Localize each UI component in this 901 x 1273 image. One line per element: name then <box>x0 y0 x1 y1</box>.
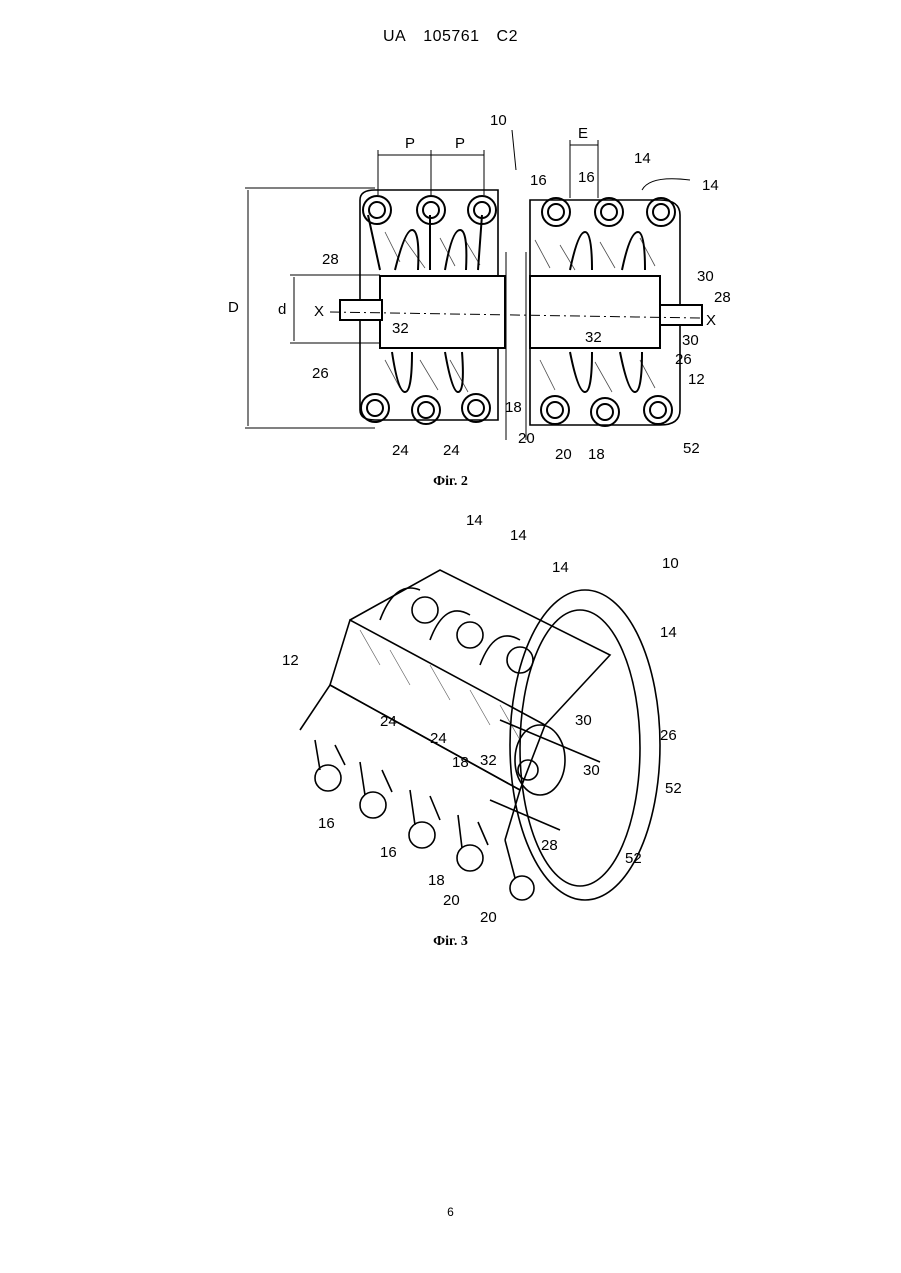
label-30b: 30 <box>682 332 699 349</box>
f3-label-18a: 18 <box>452 754 469 771</box>
label-18b: 18 <box>588 446 605 463</box>
f3-label-18b: 18 <box>428 872 445 889</box>
label-X-right: X <box>706 312 716 329</box>
label-16a: 16 <box>530 172 547 189</box>
label-52: 52 <box>683 440 700 457</box>
label-d: d <box>278 301 286 318</box>
label-16b: 16 <box>578 169 595 186</box>
f3-label-30a: 30 <box>575 712 592 729</box>
f3-label-14a: 14 <box>466 512 483 529</box>
label-P1: P <box>405 135 415 152</box>
label-24b: 24 <box>443 442 460 459</box>
f3-label-26: 26 <box>660 727 677 744</box>
f3-label-12: 12 <box>282 652 299 669</box>
f3-label-14c: 14 <box>552 559 569 576</box>
figure-3-drawing: 14 14 14 14 10 12 24 24 30 26 32 30 18 5… <box>0 500 901 930</box>
label-X-left: X <box>314 303 324 320</box>
label-20a: 20 <box>518 430 535 447</box>
label-26-left: 26 <box>312 365 329 382</box>
f3-label-24b: 24 <box>430 730 447 747</box>
f3-label-14b: 14 <box>510 527 527 544</box>
label-14b: 14 <box>702 177 719 194</box>
label-26-right: 26 <box>675 351 692 368</box>
f3-label-20a: 20 <box>443 892 460 909</box>
f3-label-32: 32 <box>480 752 497 769</box>
label-28-left: 28 <box>322 251 339 268</box>
label-20b: 20 <box>555 446 572 463</box>
figure-2-drawing: P P 10 E 16 16 14 14 D d 28 X 32 26 24 2… <box>0 0 901 480</box>
label-14a: 14 <box>634 150 651 167</box>
figure-2-caption: Фіг. 2 <box>0 474 901 490</box>
f3-label-10: 10 <box>662 555 679 572</box>
f3-label-20b: 20 <box>480 909 497 926</box>
f3-label-52b: 52 <box>625 850 642 867</box>
f3-label-28: 28 <box>541 837 558 854</box>
label-P2: P <box>455 135 465 152</box>
label-32-right: 32 <box>585 329 602 346</box>
f3-label-24a: 24 <box>380 713 397 730</box>
page-number: 6 <box>0 1205 901 1219</box>
label-10: 10 <box>490 112 507 129</box>
f3-label-16a: 16 <box>318 815 335 832</box>
label-E: E <box>578 125 588 142</box>
f3-label-14d: 14 <box>660 624 677 641</box>
label-32-left: 32 <box>392 320 409 337</box>
figure-3-caption: Фіг. 3 <box>0 934 901 950</box>
f3-label-30b: 30 <box>583 762 600 779</box>
f3-label-52a: 52 <box>665 780 682 797</box>
label-D: D <box>228 299 239 316</box>
label-18a: 18 <box>505 399 522 416</box>
label-28-right: 28 <box>714 289 731 306</box>
label-30a: 30 <box>697 268 714 285</box>
label-24a: 24 <box>392 442 409 459</box>
label-12: 12 <box>688 371 705 388</box>
f3-label-16b: 16 <box>380 844 397 861</box>
